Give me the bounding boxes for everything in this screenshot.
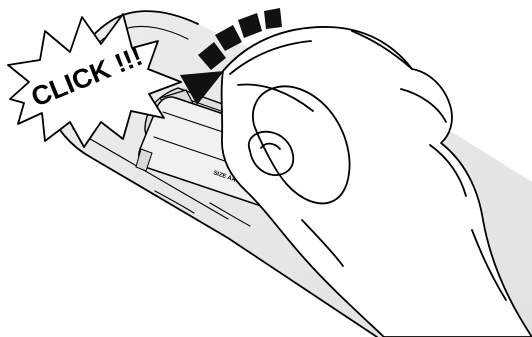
battery-installation-illustration: SIZE AA R6 CLICK !!! xyxy=(0,0,532,337)
remote-battery-diagram: SIZE AA R6 CLICK !!! xyxy=(0,0,532,337)
